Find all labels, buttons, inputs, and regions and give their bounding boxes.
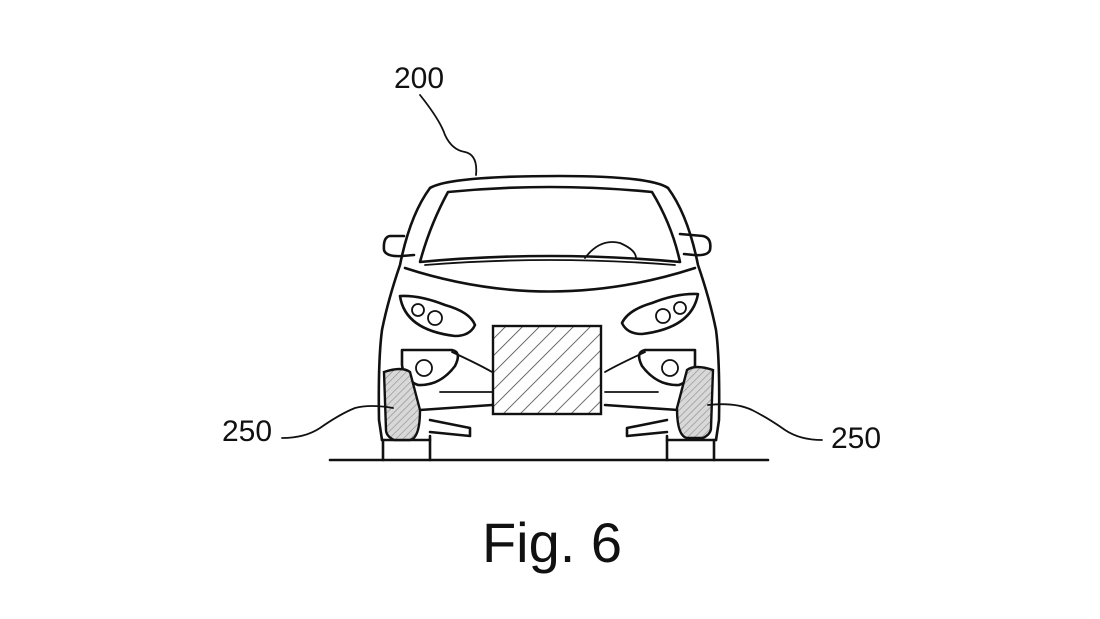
leader-line-250-right xyxy=(707,403,823,441)
leader-line-200 xyxy=(419,94,478,176)
leader-line-250-left xyxy=(281,405,394,439)
label-wheel-left-250: 250 xyxy=(222,415,272,448)
label-wheel-right-250: 250 xyxy=(831,422,881,455)
headlight-left-lamp-2 xyxy=(427,310,443,326)
windshield xyxy=(418,185,682,264)
wheel-right-lower xyxy=(665,434,716,462)
wheel-left-lower xyxy=(381,434,432,462)
vehicle-body-outline xyxy=(377,186,721,442)
label-vehicle-200: 200 xyxy=(394,62,444,95)
foglamp-left-lamp xyxy=(415,359,433,377)
foglamp-right-lamp xyxy=(661,359,679,377)
hood-crease xyxy=(424,259,676,266)
front-sensor-module xyxy=(491,324,603,416)
figure-caption: Fig. 6 xyxy=(482,511,622,574)
vehicle-front-view xyxy=(377,174,721,462)
headlight-right xyxy=(620,292,700,336)
wheel-left xyxy=(382,367,422,442)
headlight-right-lamp-2 xyxy=(655,308,671,324)
wheel-right xyxy=(675,365,715,440)
headlight-left-lamp-1 xyxy=(411,303,425,317)
headlight-left xyxy=(398,294,477,338)
hood-line xyxy=(403,266,697,293)
bumper-skirt xyxy=(418,403,680,438)
driver-head xyxy=(584,241,637,259)
mirror-right xyxy=(678,232,712,257)
bumper-upper-line xyxy=(451,351,646,373)
mirror-left xyxy=(382,234,416,258)
headlight-right-lamp-1 xyxy=(673,301,687,315)
vehicle-roof xyxy=(428,174,670,190)
